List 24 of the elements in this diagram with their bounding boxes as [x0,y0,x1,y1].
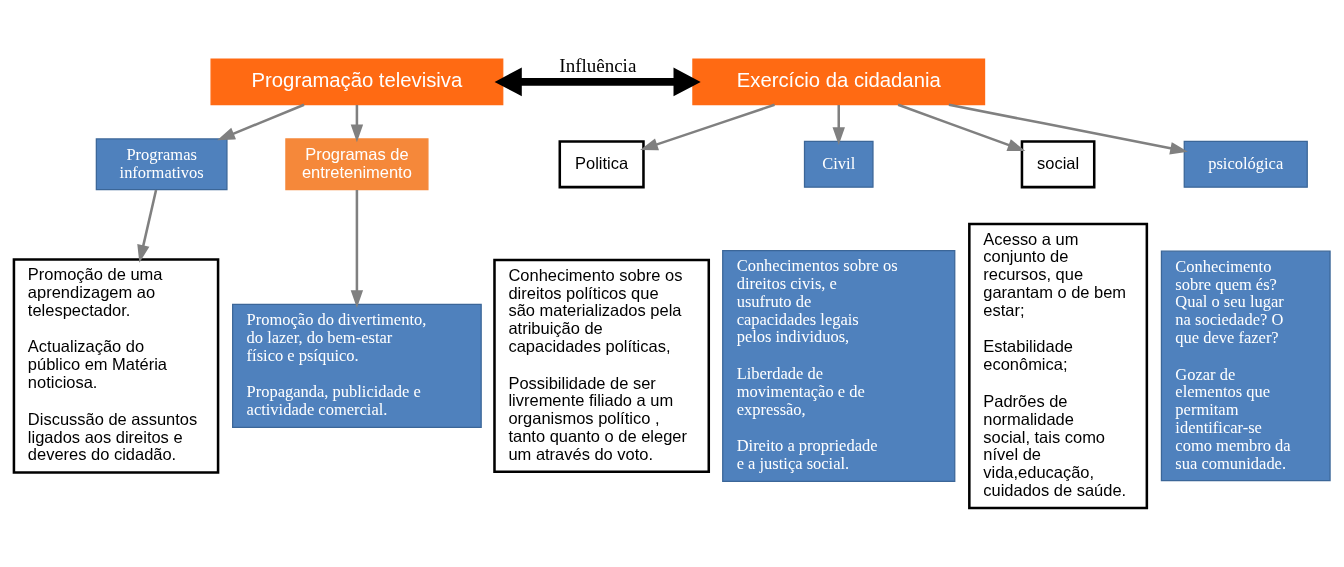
node-box: Civil [803,140,874,188]
node-box: social [1020,140,1096,189]
node-box: Programas de entretenimento [285,138,429,191]
arrow [948,103,1188,155]
arrow [350,190,364,308]
arrow [217,103,305,141]
node-box: Exercício da cidadania [692,58,986,106]
arrow [350,105,364,143]
arrow [494,67,701,97]
arrow [137,189,158,263]
node-box: Programas informativos [95,138,228,191]
node-box: Politica [558,140,645,189]
arrow [897,103,1026,152]
node-box: Promoção de uma aprendizagem ao telespectador. Actualização do público em Matéria noticiosa. Discussão de assuntos ligados aos direitos e deveres do cidadão. [12,258,220,474]
edge-label: Influência [559,54,637,76]
arrow [832,105,845,146]
arrow [640,103,775,151]
node-box: psicológica [1183,140,1308,188]
node-box: Conhecimento sobre quem és? Qual o seu lugar na sociedade? O que deve fazer? Gozar de elementos que permitam identificar-se como membro da sua comunidade. [1160,250,1331,482]
node-box: Programação televisiva [210,58,504,106]
node-box: Promoção do divertimento, do lazer, do bem-estar físico e psíquico. Propaganda, publicidade e actividade comercial. [232,303,482,429]
node-box: Conhecimentos sobre os direitos civis, e usufruto de capacidades legais pelos individuos, Liberdade de movimentação e de expressão, Direito a propriedade e a justiça social. [722,249,956,482]
node-box: Acesso a um conjunto de recursos, que garantam o de bem estar; Estabilidade econômica; Padrões de normalidade social, tais como nível de vida,educação, cuidados de saúde. [968,222,1149,510]
node-box: Conhecimento sobre os direitos políticos que são materializados pela atribuição de capacidades políticas, Possibilidade de ser livremente filiado a um organismos político , tanto quanto o de eleger um através do voto. [493,258,711,474]
